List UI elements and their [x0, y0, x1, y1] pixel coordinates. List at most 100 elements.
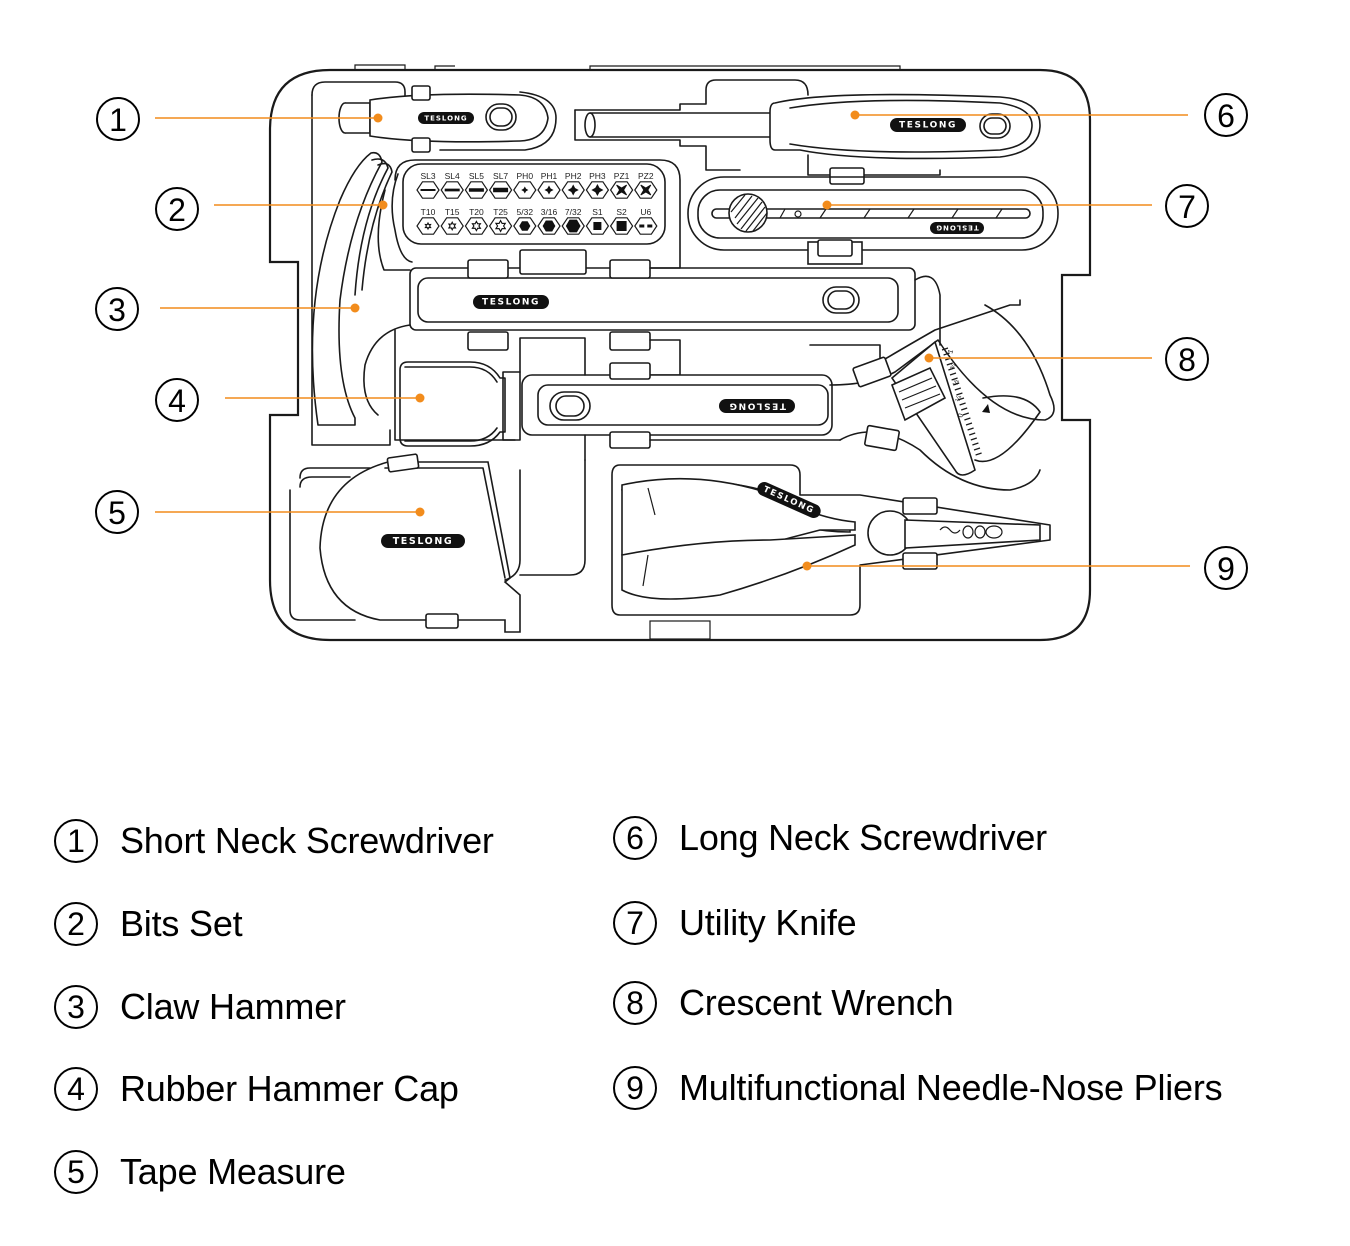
- legend-label: Long Neck Screwdriver: [679, 817, 1047, 858]
- legend-number-circle: 7: [613, 901, 657, 945]
- callout-number: 4: [168, 383, 186, 419]
- bit-ph2: PH2: [561, 171, 585, 199]
- svg-text:TESLONG: TESLONG: [899, 121, 957, 131]
- leader-dot: [822, 200, 832, 210]
- bit-tip-icon: [494, 219, 507, 233]
- wrench-handle: TESLONG: [519, 337, 841, 461]
- utility-knife[interactable]: TESLONG: [687, 176, 1059, 265]
- rubber-hammer-cap[interactable]: [399, 361, 521, 447]
- legend-label: Crescent Wrench: [679, 982, 954, 1023]
- toolbox-case: [268, 64, 1092, 642]
- callout-4[interactable]: 4: [155, 378, 199, 422]
- callout-6[interactable]: 6: [1204, 93, 1248, 137]
- brand-badge: TESLONG: [381, 534, 465, 548]
- svg-text:TESLONG: TESLONG: [935, 224, 978, 232]
- leader-dot: [350, 303, 360, 313]
- brand-badge: TESLONG: [418, 112, 474, 124]
- legend-label: Short Neck Screwdriver: [120, 820, 494, 861]
- legend-number-circle: 3: [54, 985, 98, 1029]
- needle-nose-pliers[interactable]: TESLONG: [611, 464, 1051, 616]
- callout-2[interactable]: 2: [155, 187, 199, 231]
- bit-tip-icon: [616, 221, 627, 231]
- brand-badge: TESLONG: [719, 399, 795, 413]
- legend-number-circle: 1: [54, 819, 98, 863]
- callout-1[interactable]: 1: [96, 97, 140, 141]
- bit-tip-icon: [444, 188, 460, 192]
- bit-label: SL4: [445, 171, 460, 181]
- legend-number-circle: 9: [613, 1066, 657, 1110]
- svg-text:TESLONG: TESLONG: [482, 298, 540, 308]
- leader-dot: [415, 507, 425, 517]
- legend-item: 3 Claw Hammer: [54, 985, 346, 1029]
- callout-circle: [155, 378, 199, 422]
- bit-tip-icon: [424, 221, 432, 231]
- callout-7[interactable]: 7: [1165, 184, 1209, 228]
- short-neck-screwdriver[interactable]: TESLONG: [338, 85, 557, 153]
- bit-pz2: PZ2: [634, 171, 658, 199]
- callout-circle: [1165, 337, 1209, 381]
- claw-hammer[interactable]: TESLONG: [311, 151, 941, 441]
- callout-circle: [1204, 546, 1248, 590]
- bit-label: T10: [421, 207, 436, 217]
- callout-9[interactable]: 9: [1204, 546, 1248, 590]
- brand-badge: TESLONG: [930, 222, 984, 234]
- callout-number: 5: [108, 495, 126, 531]
- leader-dot: [924, 353, 934, 363]
- bit-label: PZ2: [638, 171, 654, 181]
- svg-text:TESLONG: TESLONG: [393, 536, 454, 547]
- bit-label: SL3: [420, 171, 435, 181]
- brand-badge: TESLONG: [473, 295, 549, 309]
- torx-m-icon: [440, 217, 464, 235]
- bit-t20: T20: [464, 207, 489, 235]
- bit-u6: U6: [634, 207, 658, 235]
- long-neck-screwdriver[interactable]: TESLONG: [574, 79, 1041, 185]
- callout-number: 3: [108, 292, 126, 328]
- leader-dot: [850, 110, 860, 120]
- legend-number-circle: 6: [613, 816, 657, 860]
- bit-sl4: SL4: [440, 171, 464, 199]
- scale-label: ¾: [950, 363, 959, 371]
- bit-sl3: SL3: [416, 171, 440, 199]
- callout-number: 2: [168, 192, 186, 228]
- bit-tip-icon: [565, 219, 581, 233]
- callout-5[interactable]: 5: [95, 490, 139, 534]
- legend-number-circle: 8: [613, 981, 657, 1025]
- bit-tip-icon: [544, 185, 554, 195]
- callout-circle: [95, 287, 139, 331]
- legend-label: Claw Hammer: [120, 986, 346, 1027]
- bit-label: PH0: [517, 171, 534, 181]
- bit-tip-icon: [567, 184, 579, 196]
- callout-3[interactable]: 3: [95, 287, 139, 331]
- torx-l-icon: [464, 217, 489, 235]
- case-notch: [649, 620, 711, 640]
- bit-tip-icon: [640, 184, 652, 196]
- bit-label: PH2: [565, 171, 582, 181]
- crescent-wrench[interactable]: 0¼½¾1: [809, 299, 1055, 491]
- bit-label: 7/32: [565, 207, 582, 217]
- bit-tip-icon: [493, 187, 509, 193]
- callout-8[interactable]: 8: [1165, 337, 1209, 381]
- scale-ticks: [941, 347, 982, 456]
- callout-circle: [155, 187, 199, 231]
- bit-label: 5/32: [517, 207, 534, 217]
- callout-number: 1: [109, 102, 127, 138]
- tape-measure[interactable]: TESLONG: [289, 453, 586, 633]
- scale-label: ¼: [955, 395, 964, 403]
- bit-label: T25: [493, 207, 508, 217]
- torx-s-icon: [416, 217, 440, 235]
- bit-5-32: 5/32: [513, 207, 537, 235]
- spanner-icon: [634, 217, 658, 235]
- bit-s1: S1: [585, 207, 610, 235]
- scale-label: 1: [947, 349, 955, 355]
- scale-label: ½: [951, 378, 960, 386]
- legend-label: Multifunctional Needle-Nose Pliers: [679, 1067, 1223, 1108]
- callout-circle: [95, 490, 139, 534]
- legend-number-circle: 2: [54, 902, 98, 946]
- bit-ph1: PH1: [537, 171, 561, 199]
- bit-7-32: 7/32: [561, 207, 585, 235]
